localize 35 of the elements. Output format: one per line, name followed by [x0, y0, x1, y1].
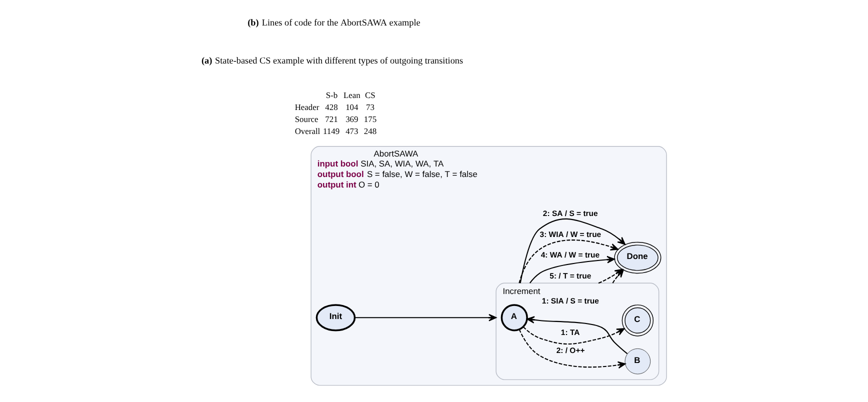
arrow [355, 314, 497, 322]
arrow [529, 256, 615, 284]
edge-label: 2: / O++ [556, 346, 585, 355]
label: 248 [364, 126, 377, 136]
label: (a) State-based CS example with different types of outgoing transitions [201, 55, 464, 66]
label: 1149 [323, 126, 340, 136]
edge-label: 3: WIA / W = true [540, 230, 602, 240]
node-circle: A [500, 304, 528, 332]
edge-label: 1: SIA / S = true [542, 296, 599, 306]
arrow [518, 240, 618, 284]
node-circle: C [622, 304, 654, 336]
label: CS [364, 90, 376, 100]
edge-label: 5: / T = true [550, 272, 592, 281]
arrow [518, 329, 626, 369]
label: 473 [346, 126, 358, 136]
label: Source [294, 114, 318, 124]
label: (b) Lines of code for the AbortSAWA example [248, 17, 420, 28]
edge-label: 2: SA / S = true [542, 209, 598, 218]
label: Lean [343, 90, 360, 100]
label: 721 [325, 114, 338, 124]
label: 73 [366, 102, 374, 112]
arrow [522, 326, 625, 345]
node-circle: B [624, 348, 651, 374]
label: 104 [346, 102, 358, 112]
label: Header [294, 102, 320, 112]
node-ellipse: Init [316, 304, 356, 332]
label: 175 [364, 114, 377, 124]
edge-label: 1: TA [560, 328, 580, 338]
label: Overall [294, 126, 320, 136]
label: 369 [346, 114, 358, 124]
arrow [526, 316, 628, 354]
node-ellipse: Done [614, 242, 662, 274]
label: S-b [326, 90, 338, 100]
label: 428 [325, 102, 338, 112]
edge-label: 4: WA / W = true [540, 250, 600, 260]
